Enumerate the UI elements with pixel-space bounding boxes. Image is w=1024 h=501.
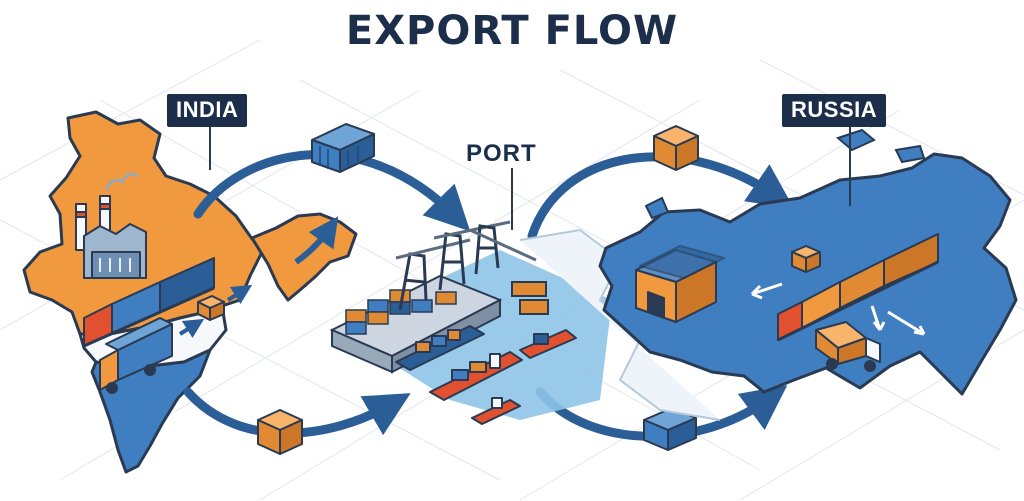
port-crane-icon [469,224,537,275]
warehouse-icon [635,245,725,323]
factory-icon [75,172,147,279]
india-map-south [90,348,212,474]
container-stack [345,289,457,335]
distribution-arrows [750,282,926,336]
cargo-ship-icon [395,325,485,371]
small-arrow-icon [178,318,205,338]
flow-arrow-icon [193,150,471,232]
russia-map [598,124,1018,396]
port-crane-icon [395,238,471,311]
cargo-ship-icon [519,329,577,359]
port-hub [329,168,721,425]
shipping-container-icon [643,407,697,451]
shipping-container-icon [311,123,375,173]
cardboard-box-icon [257,409,303,455]
freight-train-icon [777,233,939,342]
freight-train-icon [83,257,215,348]
hub-label: PORT [466,140,537,167]
freight-train-icon [511,281,549,315]
russia-island [894,144,926,164]
page-title: EXPORT FLOW [345,8,679,54]
russia-island [836,128,876,152]
northeast-arrow-icon [294,216,339,265]
cardboard-box-icon [791,245,821,273]
russia-map-shape [598,152,1018,396]
russia-island [644,196,670,220]
origin-label: INDIA [167,94,248,127]
flow-arrow-icon [527,152,794,241]
cargo-ship-icon [471,397,521,425]
india-map [22,110,358,474]
destination-label: RUSSIA [782,94,887,127]
cardboard-box-icon [197,295,225,321]
small-arrow-icon [226,284,253,304]
cardboard-box-icon [653,125,699,171]
cargo-ship-icon [429,351,523,401]
truck-icon [815,321,881,372]
truck-icon [99,317,173,394]
